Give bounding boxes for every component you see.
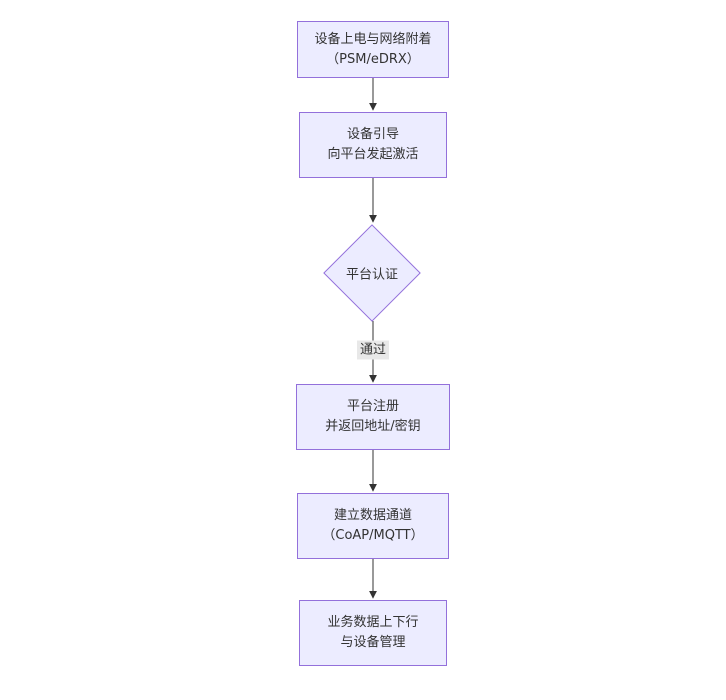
node-power-network-attach: 设备上电与网络附着 （PSM/eDRX） [297,21,449,78]
node-text-line: 平台注册 [346,399,399,414]
node-platform-auth: 平台认证 [322,223,422,322]
edge-label-pass: 通过 [356,340,390,360]
node-text-line: 与设备管理 [340,635,406,650]
node-business-data: 业务数据上下行 与设备管理 [299,600,447,666]
node-data-channel: 建立数据通道 （CoAP/MQTT） [297,493,449,559]
node-text-line: （CoAP/MQTT） [322,528,424,543]
node-text-line: （PSM/eDRX） [326,51,420,67]
node-text-line: 设备引导 [346,127,399,142]
node-platform-register: 平台注册 并返回地址/密钥 [296,384,450,450]
node-text-line: 向平台发起激活 [327,147,419,162]
node-text-line: 平台认证 [345,267,399,282]
node-text-line: 业务数据上下行 [327,615,419,630]
node-device-bootstrap: 设备引导 向平台发起激活 [299,112,447,178]
node-text-line: 建立数据通道 [333,508,412,523]
node-text-line: 设备上电与网络附着 [314,31,432,47]
node-text-line: 并返回地址/密钥 [325,419,421,434]
